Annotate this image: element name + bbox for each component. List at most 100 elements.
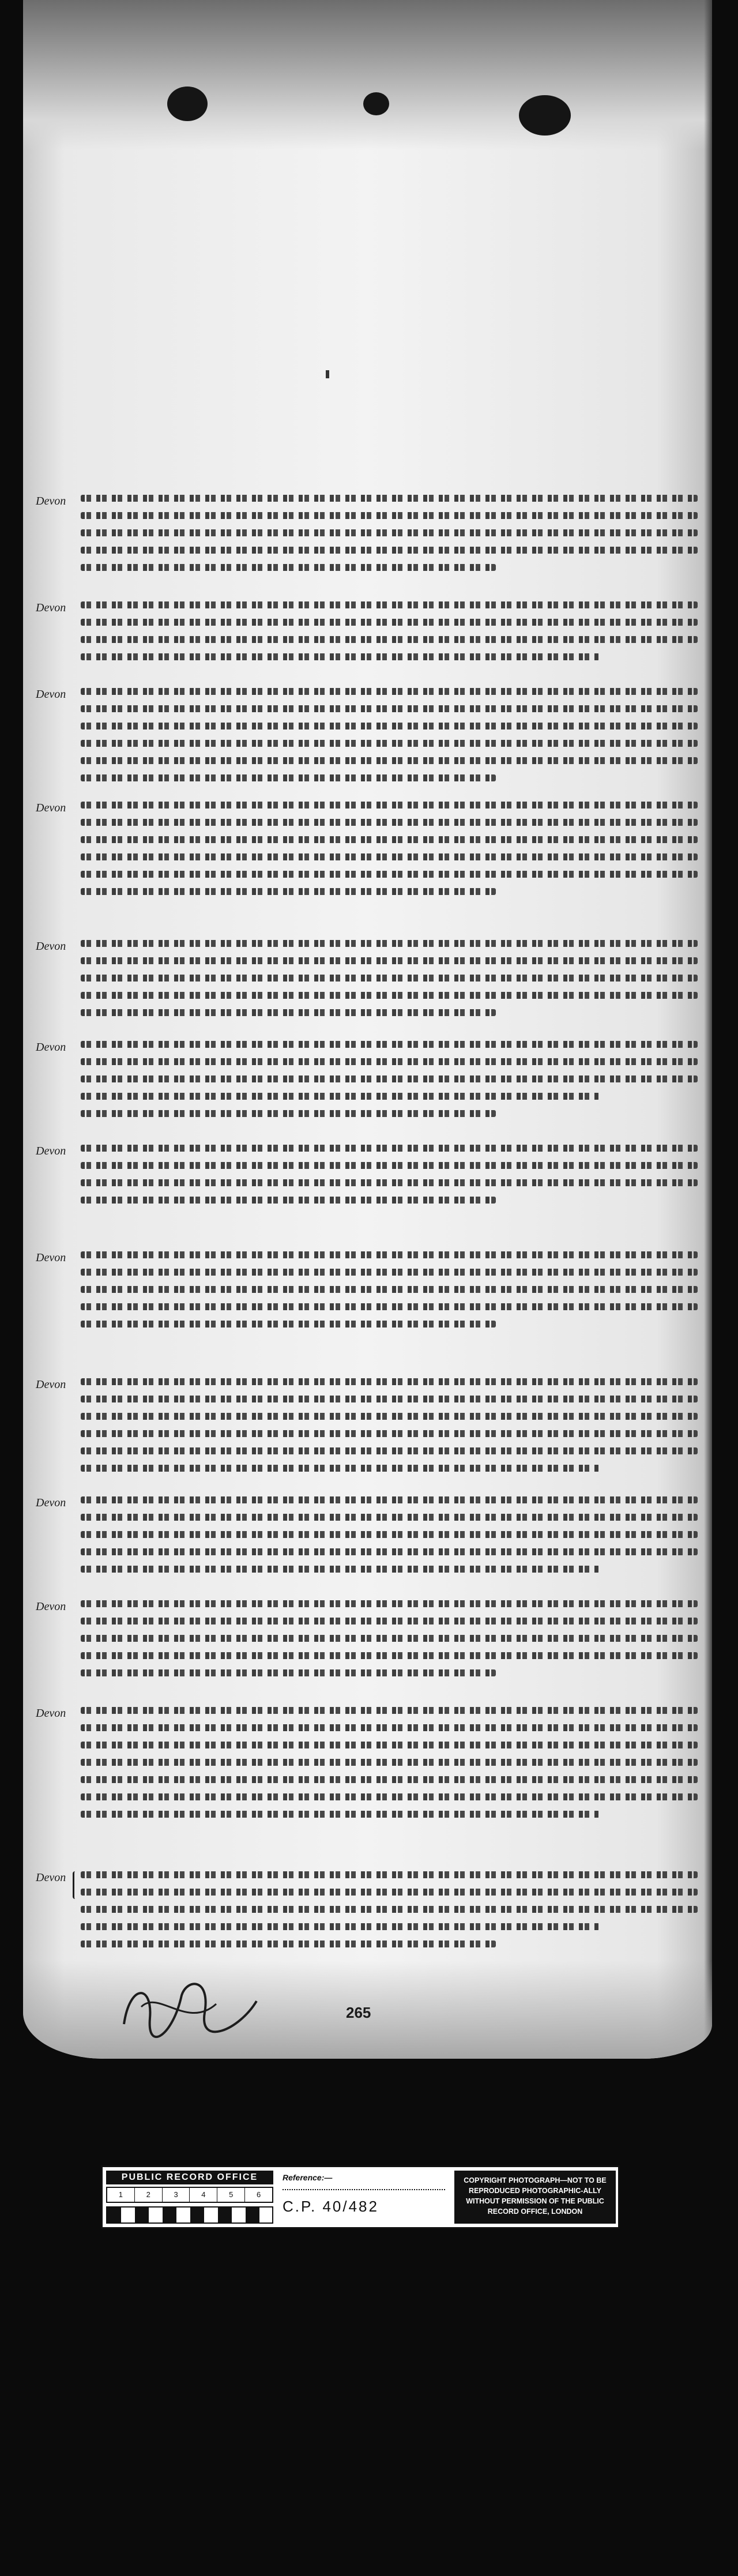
- handwritten-line: [81, 1378, 698, 1385]
- membrane-edge-shadow: [704, 0, 712, 2059]
- handwritten-line: [81, 836, 698, 843]
- stamp-ruler: 1 2 3 4 5 6: [106, 2187, 273, 2203]
- handwritten-line: [81, 688, 698, 695]
- handwritten-line: [81, 723, 698, 729]
- ruler-mark: 5: [217, 2188, 246, 2202]
- plea-roll-entries: Devon Devon Devon: [23, 0, 712, 2059]
- handwritten-line: [81, 888, 496, 895]
- handwritten-line: [81, 940, 698, 947]
- ruler-mark: 4: [190, 2188, 218, 2202]
- parchment-hole: [167, 87, 208, 121]
- handwritten-line: [81, 529, 698, 536]
- handwritten-line: [81, 1514, 698, 1521]
- handwritten-line: [81, 1162, 698, 1169]
- handwritten-line: [81, 547, 698, 554]
- handwritten-line: [81, 653, 600, 660]
- handwritten-line: [81, 1811, 600, 1818]
- handwritten-line: [81, 1548, 698, 1555]
- margin-county-note: Devon: [36, 1600, 66, 1613]
- handwritten-line: [81, 853, 698, 860]
- handwritten-line: [81, 512, 698, 519]
- ruler-mark: 1: [107, 2188, 135, 2202]
- handwritten-line: [81, 1197, 496, 1204]
- margin-county-note: Devon: [36, 1378, 66, 1391]
- margin-county-note: Devon: [36, 1145, 66, 1157]
- handwritten-line: [81, 1906, 698, 1913]
- handwritten-line: [81, 1793, 698, 1800]
- margin-county-note: Devon: [36, 1041, 66, 1054]
- handwritten-line: [81, 1669, 496, 1676]
- margin-county-note: Devon: [36, 1496, 66, 1509]
- handwritten-line: [81, 819, 698, 826]
- handwritten-line: [81, 1941, 496, 1947]
- handwritten-line: [81, 1923, 600, 1930]
- margin-county-note: Devon: [36, 802, 66, 814]
- margin-county-note: Devon: [36, 601, 66, 614]
- ruler-mark: 2: [135, 2188, 163, 2202]
- public-record-office-stamp: PUBLIC RECORD OFFICE 1 2 3 4 5 6 Referen…: [101, 2165, 620, 2229]
- handwritten-line: [81, 774, 496, 781]
- handwritten-line: [81, 1093, 600, 1100]
- handwritten-line: [81, 1430, 698, 1437]
- ruler-mark: 6: [256, 2190, 261, 2199]
- handwritten-line: [81, 564, 496, 571]
- handwritten-line: [81, 1724, 698, 1731]
- handwritten-line: [81, 1871, 698, 1878]
- folio-number: 265: [346, 2004, 371, 2021]
- margin-county-note: Devon: [36, 1871, 66, 1884]
- handwritten-line: [81, 1652, 698, 1659]
- stamp-copyright-notice: COPYRIGHT PHOTOGRAPH—NOT TO BE REPRODUCE…: [454, 2171, 616, 2224]
- handwritten-line: [81, 1759, 698, 1766]
- margin-county-note: Devon: [36, 495, 66, 507]
- handwritten-line: [81, 1303, 698, 1310]
- margin-county-note: Devon: [36, 1707, 66, 1720]
- handwritten-line: [81, 1321, 496, 1328]
- stamp-reference-label: Reference:—: [283, 2173, 333, 2182]
- parchment-membrane: Devon Devon Devon: [23, 0, 712, 2059]
- handwritten-line: [81, 975, 698, 981]
- handwritten-line: [81, 1618, 698, 1624]
- scribal-flourish: [123, 1983, 258, 2039]
- handwritten-line: [81, 636, 698, 643]
- handwritten-line: [81, 601, 698, 608]
- handwritten-line: [81, 1251, 698, 1258]
- margin-county-note: Devon: [36, 1251, 66, 1264]
- handwritten-line: [81, 1396, 698, 1402]
- handwritten-line: [81, 757, 698, 764]
- handwritten-line: [81, 1707, 698, 1714]
- handwritten-line: [81, 1145, 698, 1152]
- handwritten-line: [81, 1447, 698, 1454]
- handwritten-line: [81, 802, 698, 808]
- handwritten-line: [81, 1566, 600, 1573]
- stamp-reference: C.P. 40/482: [283, 2189, 445, 2222]
- parchment-hole: [519, 95, 571, 136]
- handwritten-line: [81, 1776, 698, 1783]
- parchment-hole: [363, 92, 389, 115]
- margin-county-note: Devon: [36, 688, 66, 701]
- ruler-mark: 3: [163, 2188, 190, 2202]
- handwritten-line: [81, 1269, 698, 1276]
- handwritten-line: [81, 740, 698, 747]
- handwritten-line: [81, 1635, 698, 1642]
- handwritten-line: [81, 957, 698, 964]
- handwritten-line: [81, 871, 698, 878]
- stamp-office-name: PUBLIC RECORD OFFICE: [106, 2171, 273, 2184]
- handwritten-line: [81, 495, 698, 502]
- handwritten-line: [81, 1058, 698, 1065]
- handwritten-line: [81, 1110, 496, 1117]
- handwritten-line: [81, 1413, 698, 1420]
- pin-mark: [326, 370, 329, 378]
- handwritten-line: [81, 619, 698, 626]
- handwritten-line: [81, 1179, 698, 1186]
- handwritten-line: [81, 1286, 698, 1293]
- top-fold-shadow: [23, 0, 712, 150]
- handwritten-line: [81, 1531, 698, 1538]
- handwritten-line: [81, 1889, 698, 1896]
- handwritten-line: [81, 992, 698, 999]
- handwritten-line: [81, 1742, 698, 1748]
- handwritten-line: [81, 1496, 698, 1503]
- handwritten-line: [81, 1041, 698, 1048]
- margin-county-note: Devon: [36, 940, 66, 953]
- handwritten-line: [81, 705, 698, 712]
